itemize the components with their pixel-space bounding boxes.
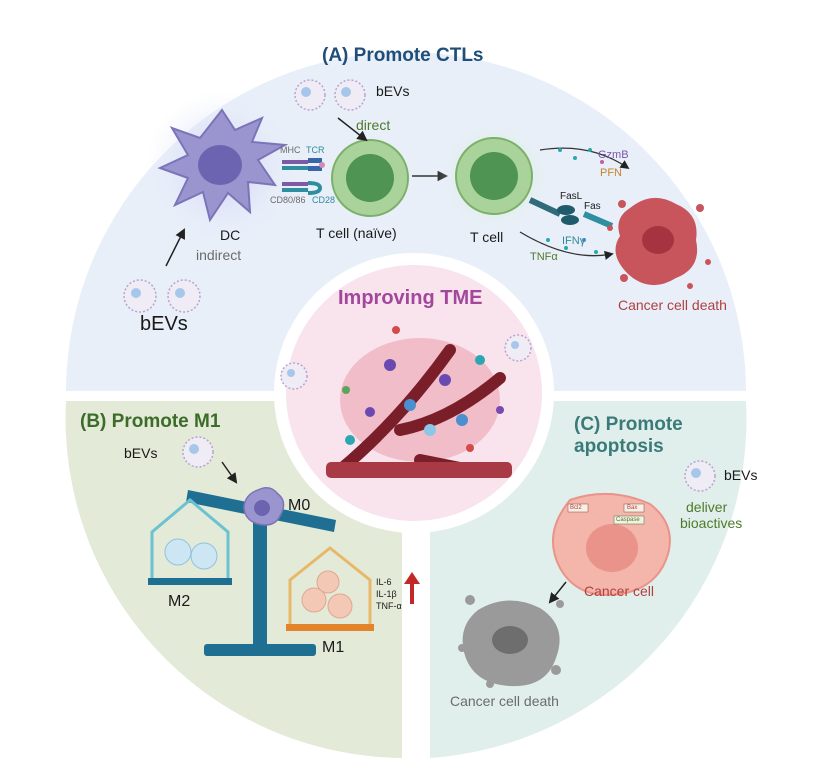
dc-label: DC [220, 227, 241, 243]
caspase-label: Caspase [616, 517, 640, 523]
m2-label: M2 [168, 593, 191, 610]
m1-label: M1 [322, 639, 345, 656]
pfn-label: PFN [600, 167, 622, 179]
cd80-86-label: CD80/86 [270, 195, 306, 205]
cd28-label: CD28 [312, 195, 336, 205]
cancer-cell-label: Cancer cell [584, 583, 655, 599]
bev-vesicle-center-left [280, 362, 308, 390]
bev-vesicle-c [684, 460, 716, 492]
bevs-label-top: bEVs [376, 83, 410, 99]
dying-cancer-cell-c [458, 595, 564, 688]
bax-label: Bax [627, 505, 638, 511]
bev-vesicle-center-right [504, 334, 532, 362]
il1b-label: IL-1β [376, 589, 397, 599]
tumor-microenvironment [326, 326, 512, 478]
tcr-label: TCR [306, 145, 325, 155]
gzmb-label: GzmB [598, 149, 629, 161]
cytokine-up-arrow [404, 572, 420, 604]
direct-label: direct [356, 117, 391, 133]
cancer-cell-death-a: Cancer cell death [618, 297, 727, 313]
center-title: Improving TME [338, 287, 483, 309]
fas-label: Fas [584, 201, 601, 212]
bev-vesicle-left-2 [167, 279, 201, 313]
fasl-label: FasL [560, 191, 583, 202]
bevs-label-left: bEVs [140, 313, 188, 335]
tnfa-label-a: TNFα [530, 251, 558, 263]
panel-c-title: (C) Promote apoptosis [574, 414, 683, 457]
dendritic-cell [144, 90, 300, 246]
bioactives-label: bioactives [680, 515, 743, 531]
panel-a-title: (A) Promote CTLs [322, 45, 484, 66]
m0-macrophage [243, 487, 285, 526]
panel-b-title: (B) Promote M1 [80, 411, 221, 432]
cancer-cell-c [552, 492, 671, 596]
indirect-label: indirect [196, 247, 242, 263]
mhc-tcr-pair [282, 158, 325, 171]
fasl-fas [528, 197, 614, 229]
cd80-cd28-pair [282, 181, 323, 195]
bev-vesicle-top-2 [334, 79, 366, 111]
t-cell-label: T cell [470, 229, 504, 245]
bev-vesicle-b [182, 436, 214, 468]
mhc-label: MHC [280, 145, 301, 155]
bev-vesicle-left-1 [123, 279, 157, 313]
ifng-label: IFNγ [562, 235, 586, 247]
cancer-cell-death-c: Cancer cell death [450, 693, 559, 709]
m0-label: M0 [288, 497, 311, 514]
bev-vesicle-top-1 [294, 79, 326, 111]
bevs-label-b: bEVs [124, 445, 158, 461]
bcl2-label: Bcl2 [570, 505, 582, 511]
il6-label: IL-6 [376, 577, 392, 587]
deliver-label: deliver [686, 499, 728, 515]
t-cell-naive-label: T cell (naïve) [316, 225, 397, 241]
m1-house [286, 546, 374, 631]
m2-house [148, 498, 232, 585]
bevs-label-c: bEVs [724, 467, 758, 483]
t-cell-naive [331, 139, 409, 217]
tnfa-label-b: TNF-α [376, 601, 402, 611]
cancer-cell-dying-a [607, 197, 711, 289]
t-cell-activated [432, 114, 556, 238]
secreted-granules [546, 148, 604, 254]
